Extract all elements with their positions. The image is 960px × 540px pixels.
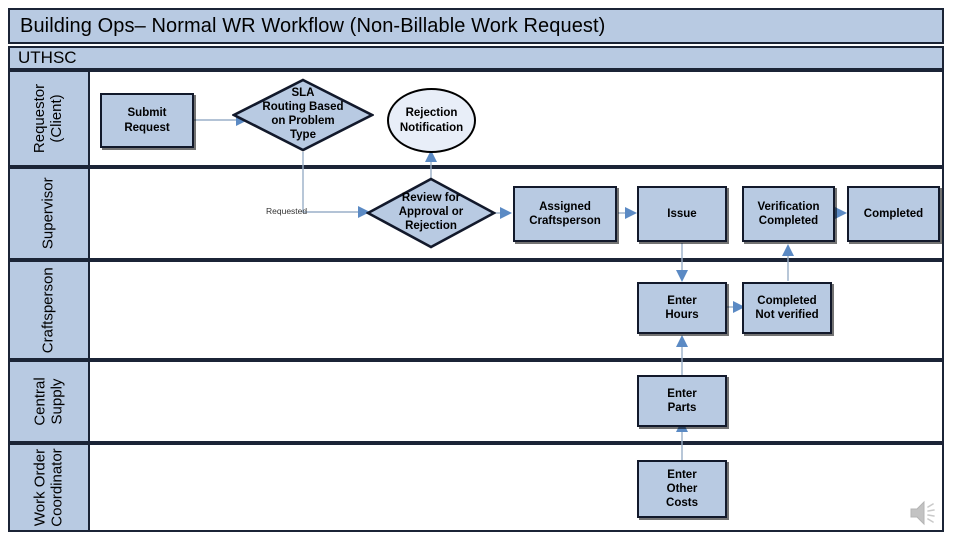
diagram-title-bar: Building Ops– Normal WR Workflow (Non-Bi…: [8, 8, 944, 44]
sla-routing-diamond-shape: [232, 78, 374, 152]
page-title: Building Ops– Normal WR Workflow (Non-Bi…: [20, 14, 606, 37]
lane-label-craftsperson: Craftsperson: [10, 262, 90, 358]
lane-label-supervisor-text: Supervisor: [39, 177, 57, 250]
lane-label-supervisor: Supervisor: [10, 169, 90, 258]
node-completed[interactable]: Completed: [847, 186, 940, 242]
node-issue-label: Issue: [667, 207, 697, 220]
lane-label-craftsperson-text: Craftsperson: [39, 267, 57, 353]
speaker-icon[interactable]: [908, 498, 942, 528]
review-approval-diamond-shape: [366, 177, 496, 249]
pool-label: UTHSC: [18, 48, 77, 67]
edge-label-requested: Requested: [266, 206, 308, 216]
node-completed-label: Completed: [863, 207, 924, 220]
node-issue[interactable]: Issue: [637, 186, 727, 242]
pool-header-uthsc: UTHSC: [8, 46, 944, 70]
lane-label-requestor-text: Requestor(Client): [31, 83, 66, 154]
lane-label-requestor: Requestor(Client): [10, 72, 90, 165]
